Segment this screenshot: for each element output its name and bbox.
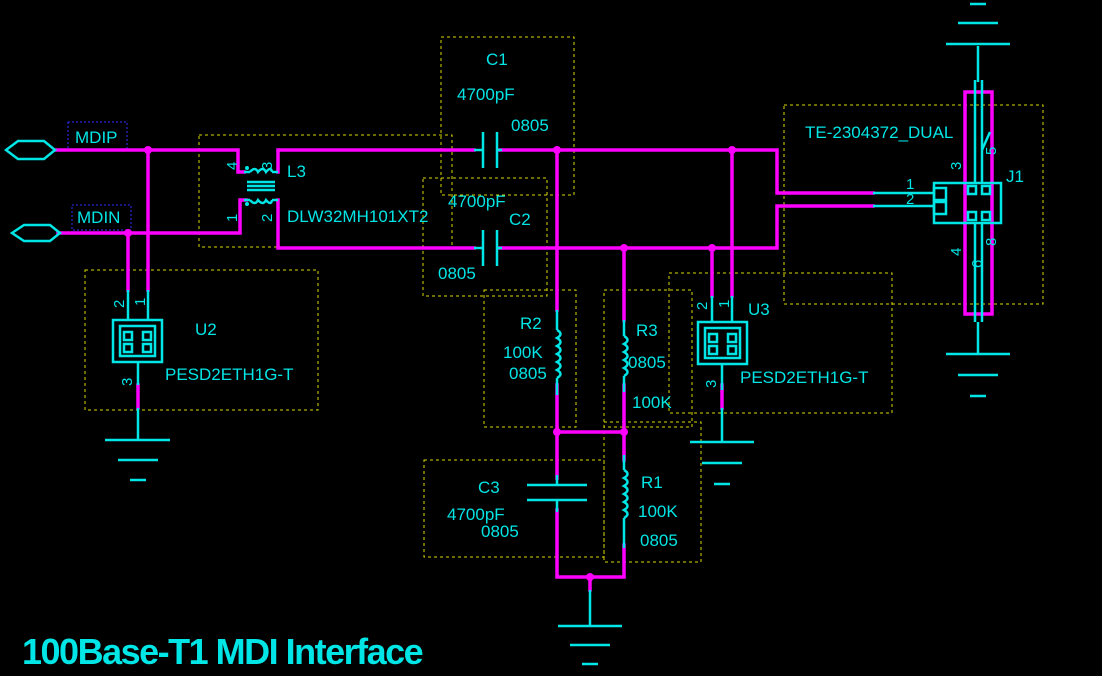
u2-outline [84, 269, 319, 411]
ground-icon [105, 408, 170, 482]
r3-resistor-symbol[interactable] [621, 320, 629, 392]
u3-outline [668, 272, 893, 414]
u2-pin: 1 [132, 298, 149, 306]
j1-pin: 8 [983, 238, 1000, 246]
c1-package: 0805 [511, 116, 549, 135]
c3-ref: C3 [478, 478, 500, 497]
u2-tvs-symbol[interactable] [111, 290, 164, 385]
c2-outline [422, 177, 548, 297]
j1-pin: 1 [906, 176, 914, 193]
ground-icon [946, 322, 1010, 398]
r2-value: 100K [503, 343, 543, 362]
j1-pin: 2 [906, 191, 914, 208]
r1-resistor-symbol[interactable] [621, 455, 629, 548]
j1-part: TE-2304372_DUAL [805, 123, 953, 142]
c2-package: 0805 [438, 264, 476, 283]
mdin-net-label: MDIN [77, 208, 120, 227]
l3-choke-symbol[interactable] [244, 166, 278, 206]
c3-outline [423, 459, 605, 558]
u3-pin: 1 [716, 300, 733, 308]
r1-package: 0805 [640, 531, 678, 550]
u3-pin: 3 [703, 380, 720, 388]
c2-value: 4700pF [448, 192, 506, 211]
u2-pin: 2 [111, 300, 128, 308]
ground-icon [690, 408, 754, 486]
u3-ref: U3 [748, 300, 770, 319]
c1-outline [440, 36, 575, 196]
r1-value: 100K [638, 502, 678, 521]
r1-outline [603, 421, 702, 563]
r2-ref: R2 [520, 314, 542, 333]
j1-pin: 6 [969, 260, 986, 268]
j1-pin: 3 [948, 162, 965, 170]
c1-value: 4700pF [457, 85, 515, 104]
c1-ref: C1 [486, 50, 508, 69]
u2-part: PESD2ETH1G-T [165, 365, 293, 384]
mdin-label-box [71, 204, 132, 231]
ground-icon [558, 590, 622, 666]
wires [53, 90, 994, 592]
l3-pin: 1 [224, 214, 241, 222]
l3-ref: L3 [287, 162, 306, 181]
u2-ref: U2 [195, 320, 217, 339]
c3-capacitor-symbol[interactable] [527, 475, 587, 512]
u3-part: PESD2ETH1G-T [740, 368, 868, 387]
schematic-title: 100Base-T1 MDI Interface [22, 631, 423, 672]
c3-value: 4700pF [447, 505, 505, 524]
r2-package: 0805 [509, 364, 547, 383]
r3-package: 0805 [628, 353, 666, 372]
mdin-port-symbol[interactable] [9, 223, 63, 243]
ground-icon [946, 2, 1010, 82]
c1-capacitor-symbol[interactable] [474, 132, 502, 168]
mdip-net-label: MDIP [75, 128, 118, 147]
l3-outline [198, 134, 453, 248]
r3-ref: R3 [636, 321, 658, 340]
junctions [124, 146, 736, 581]
mdip-port-symbol[interactable] [3, 139, 57, 161]
j1-pin: 4 [948, 248, 965, 256]
l3-pin: 4 [224, 162, 241, 170]
c3-package: 0805 [481, 522, 519, 541]
r3-value: 100K [632, 393, 672, 412]
j1-pin: 5 [983, 147, 1000, 155]
r3-outline [603, 289, 693, 428]
r2-resistor-symbol[interactable] [554, 310, 562, 395]
j1-ref: J1 [1006, 167, 1024, 186]
l3-part: DLW32MH101XT2 [287, 207, 428, 226]
j1-connector-symbol[interactable] [873, 80, 1003, 322]
l3-pin: 2 [259, 214, 276, 222]
l3-pin: 3 [259, 162, 276, 170]
c2-ref: C2 [509, 210, 531, 229]
ground-symbols [105, 2, 1010, 666]
r1-ref: R1 [641, 473, 663, 492]
u3-pin: 2 [694, 302, 711, 310]
c2-capacitor-symbol[interactable] [474, 230, 502, 266]
u3-tvs-symbol[interactable] [696, 296, 749, 390]
u2-pin: 3 [119, 378, 136, 386]
